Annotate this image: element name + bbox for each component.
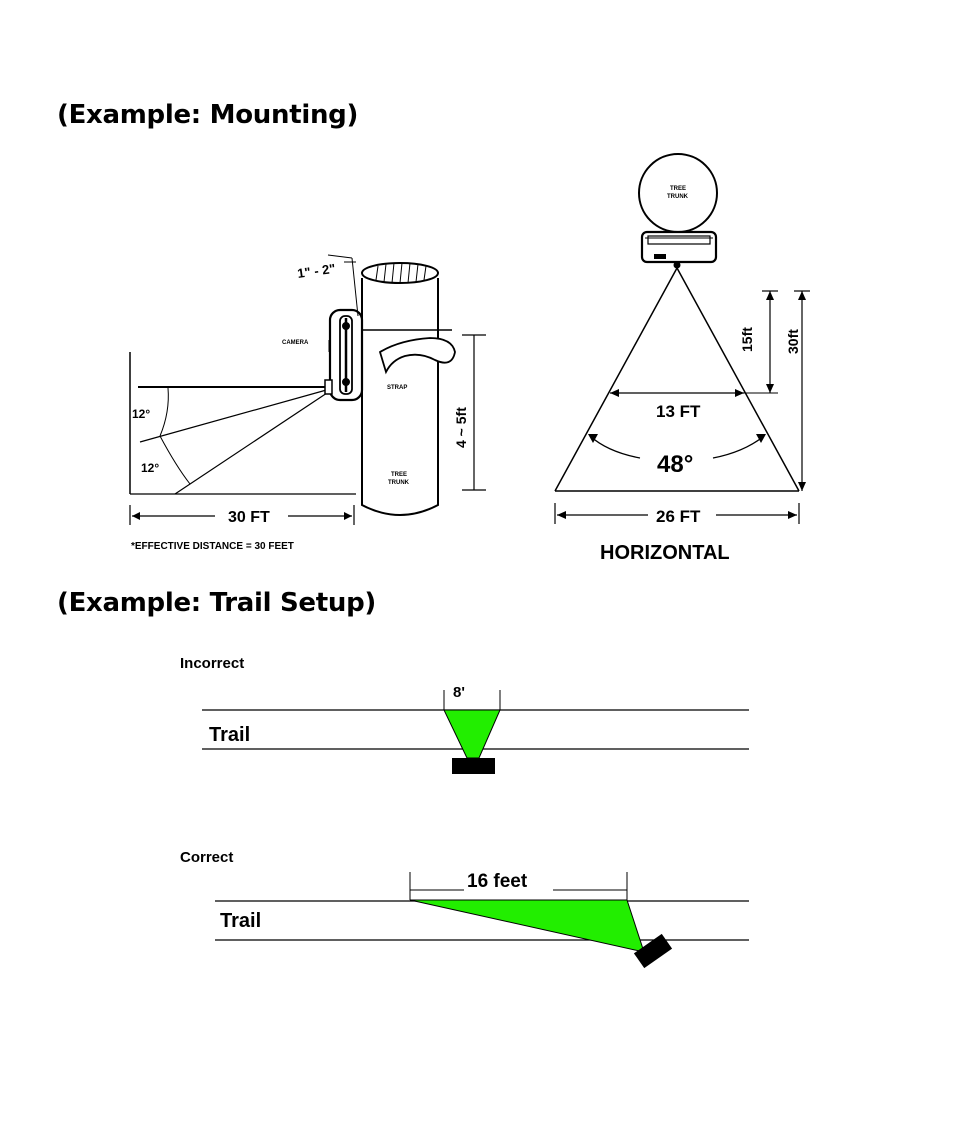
far-distance-label: 30ft [785,329,801,354]
incorrect-angle-label: 8' [453,684,465,701]
incorrect-trail-label: Trail [209,724,250,746]
trail-incorrect-diagram [202,690,749,774]
right-field-edge [676,267,800,492]
strap-label: STRAP [387,385,407,391]
correct-distance-label: 16 feet [467,871,528,892]
camera-correct [633,933,673,969]
camera-side [324,308,364,402]
left-field-edge [554,267,678,492]
tree-trunk-top-label-2: TRUNK [667,194,689,200]
top-view-diagram [554,153,810,524]
angle-48-label: 48° [657,451,693,478]
incorrect-label: Incorrect [180,655,244,672]
tree-trunk-top-label-1: TREE [670,186,686,192]
camera-top [640,230,718,269]
angle-upper-label: 12° [132,407,150,421]
detection-zone-incorrect [443,709,501,759]
far-width-label: 26 FT [656,507,701,526]
effective-distance-note: *EFFECTIVE DISTANCE = 30 FEET [131,541,294,552]
tree-trunk-side [361,262,439,516]
tree-trunk-side-label-2: TRUNK [388,480,410,486]
gap-label: 1" - 2" [296,261,336,281]
detection-zone-correct [409,899,645,953]
mid-width-label: 13 FT [656,402,701,421]
camera-incorrect [452,758,495,774]
tree-trunk-side-label-1: TREE [391,472,407,478]
upper-detection-ray [139,388,331,443]
lower-detection-ray [174,390,331,495]
mid-distance-label: 15ft [739,327,755,352]
strap [360,329,456,375]
tree-trunk-top [638,153,718,233]
horizontal-caption: HORIZONTAL [600,542,730,564]
correct-label: Correct [180,849,233,866]
lower-angle-arc [159,435,191,485]
camera-label: CAMERA [282,340,309,346]
side-view-diagram [129,254,486,525]
correct-trail-label: Trail [220,910,261,932]
height-label: 4 ~ 5ft [453,407,469,448]
distance-label-30ft: 30 FT [228,509,270,526]
angle-lower-label: 12° [141,461,159,475]
trail-correct-diagram [215,872,749,969]
heading-trail-setup: (Example: Trail Setup) [57,588,376,618]
heading-mounting: (Example: Mounting) [57,100,359,130]
upper-angle-arc [159,387,169,437]
